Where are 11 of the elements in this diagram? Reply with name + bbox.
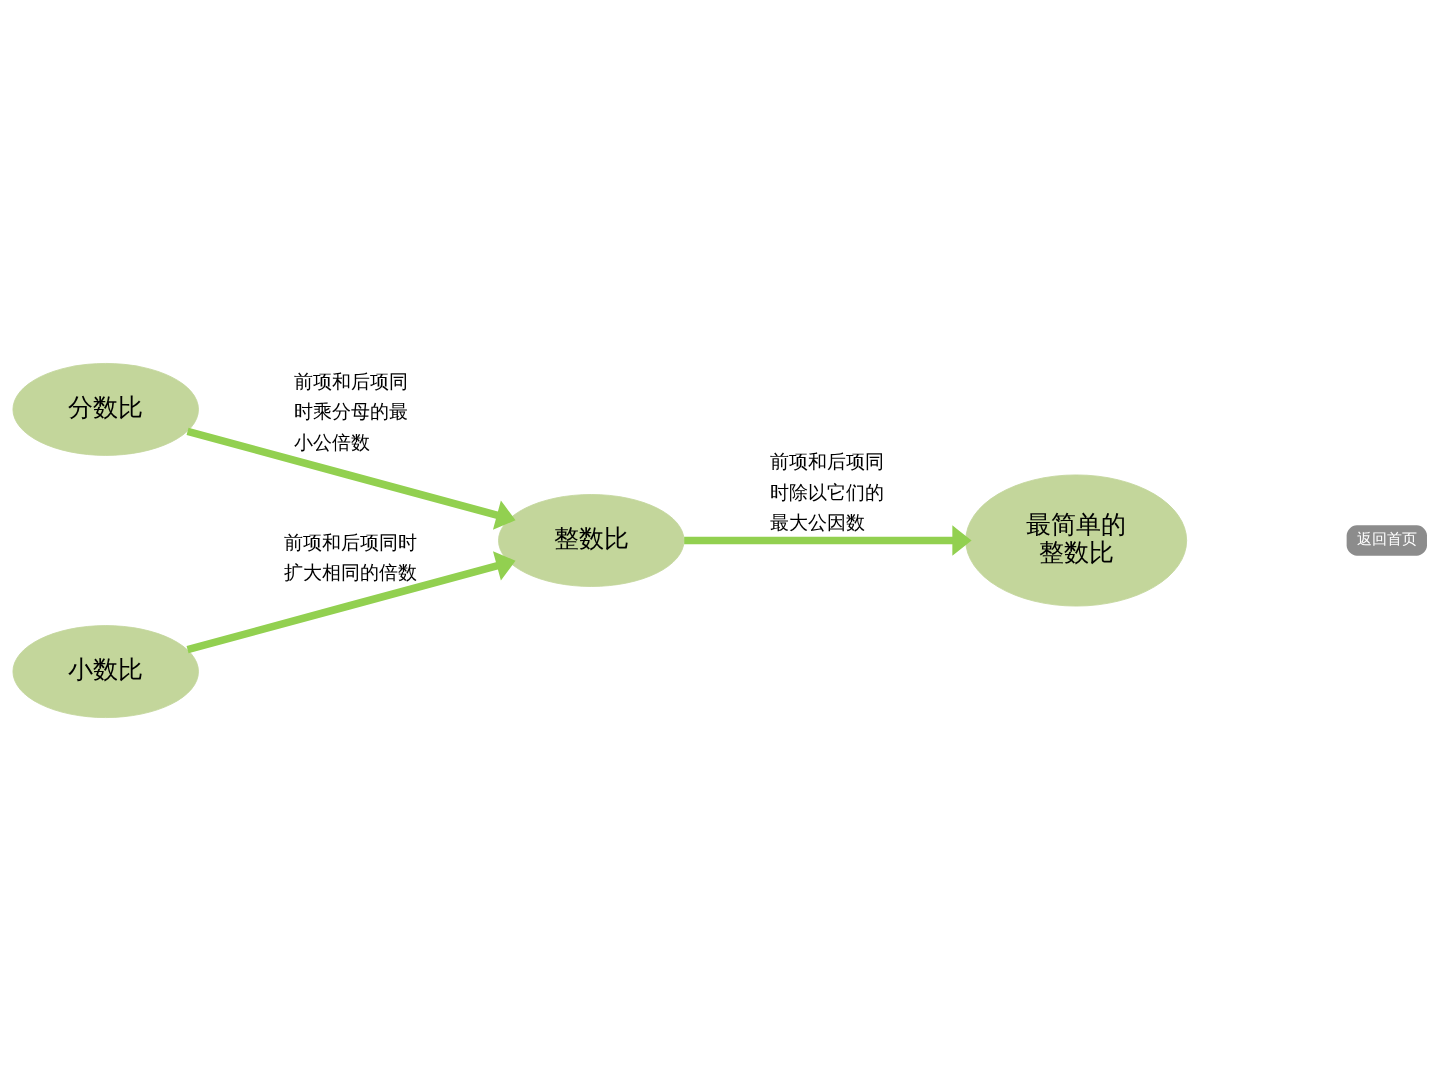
arrow (684, 524, 972, 556)
label: 返回首页 (1356, 529, 1417, 548)
node-ellipse: 最简单的整数比 (965, 474, 1188, 606)
edge-label: 前项和后项同时扩大相同的倍数 (284, 531, 418, 583)
arrow (186, 550, 516, 653)
node-ellipse: 小数比 (12, 624, 199, 718)
node-ellipse: 整数比 (498, 493, 685, 587)
node-ellipse: 分数比 (12, 362, 199, 456)
edge-label: 前项和后项同时除以它们的最大公因数 (769, 450, 884, 533)
edge-label: 前项和后项同时乘分母的最小公倍数 (293, 370, 408, 453)
arrow (186, 427, 516, 530)
